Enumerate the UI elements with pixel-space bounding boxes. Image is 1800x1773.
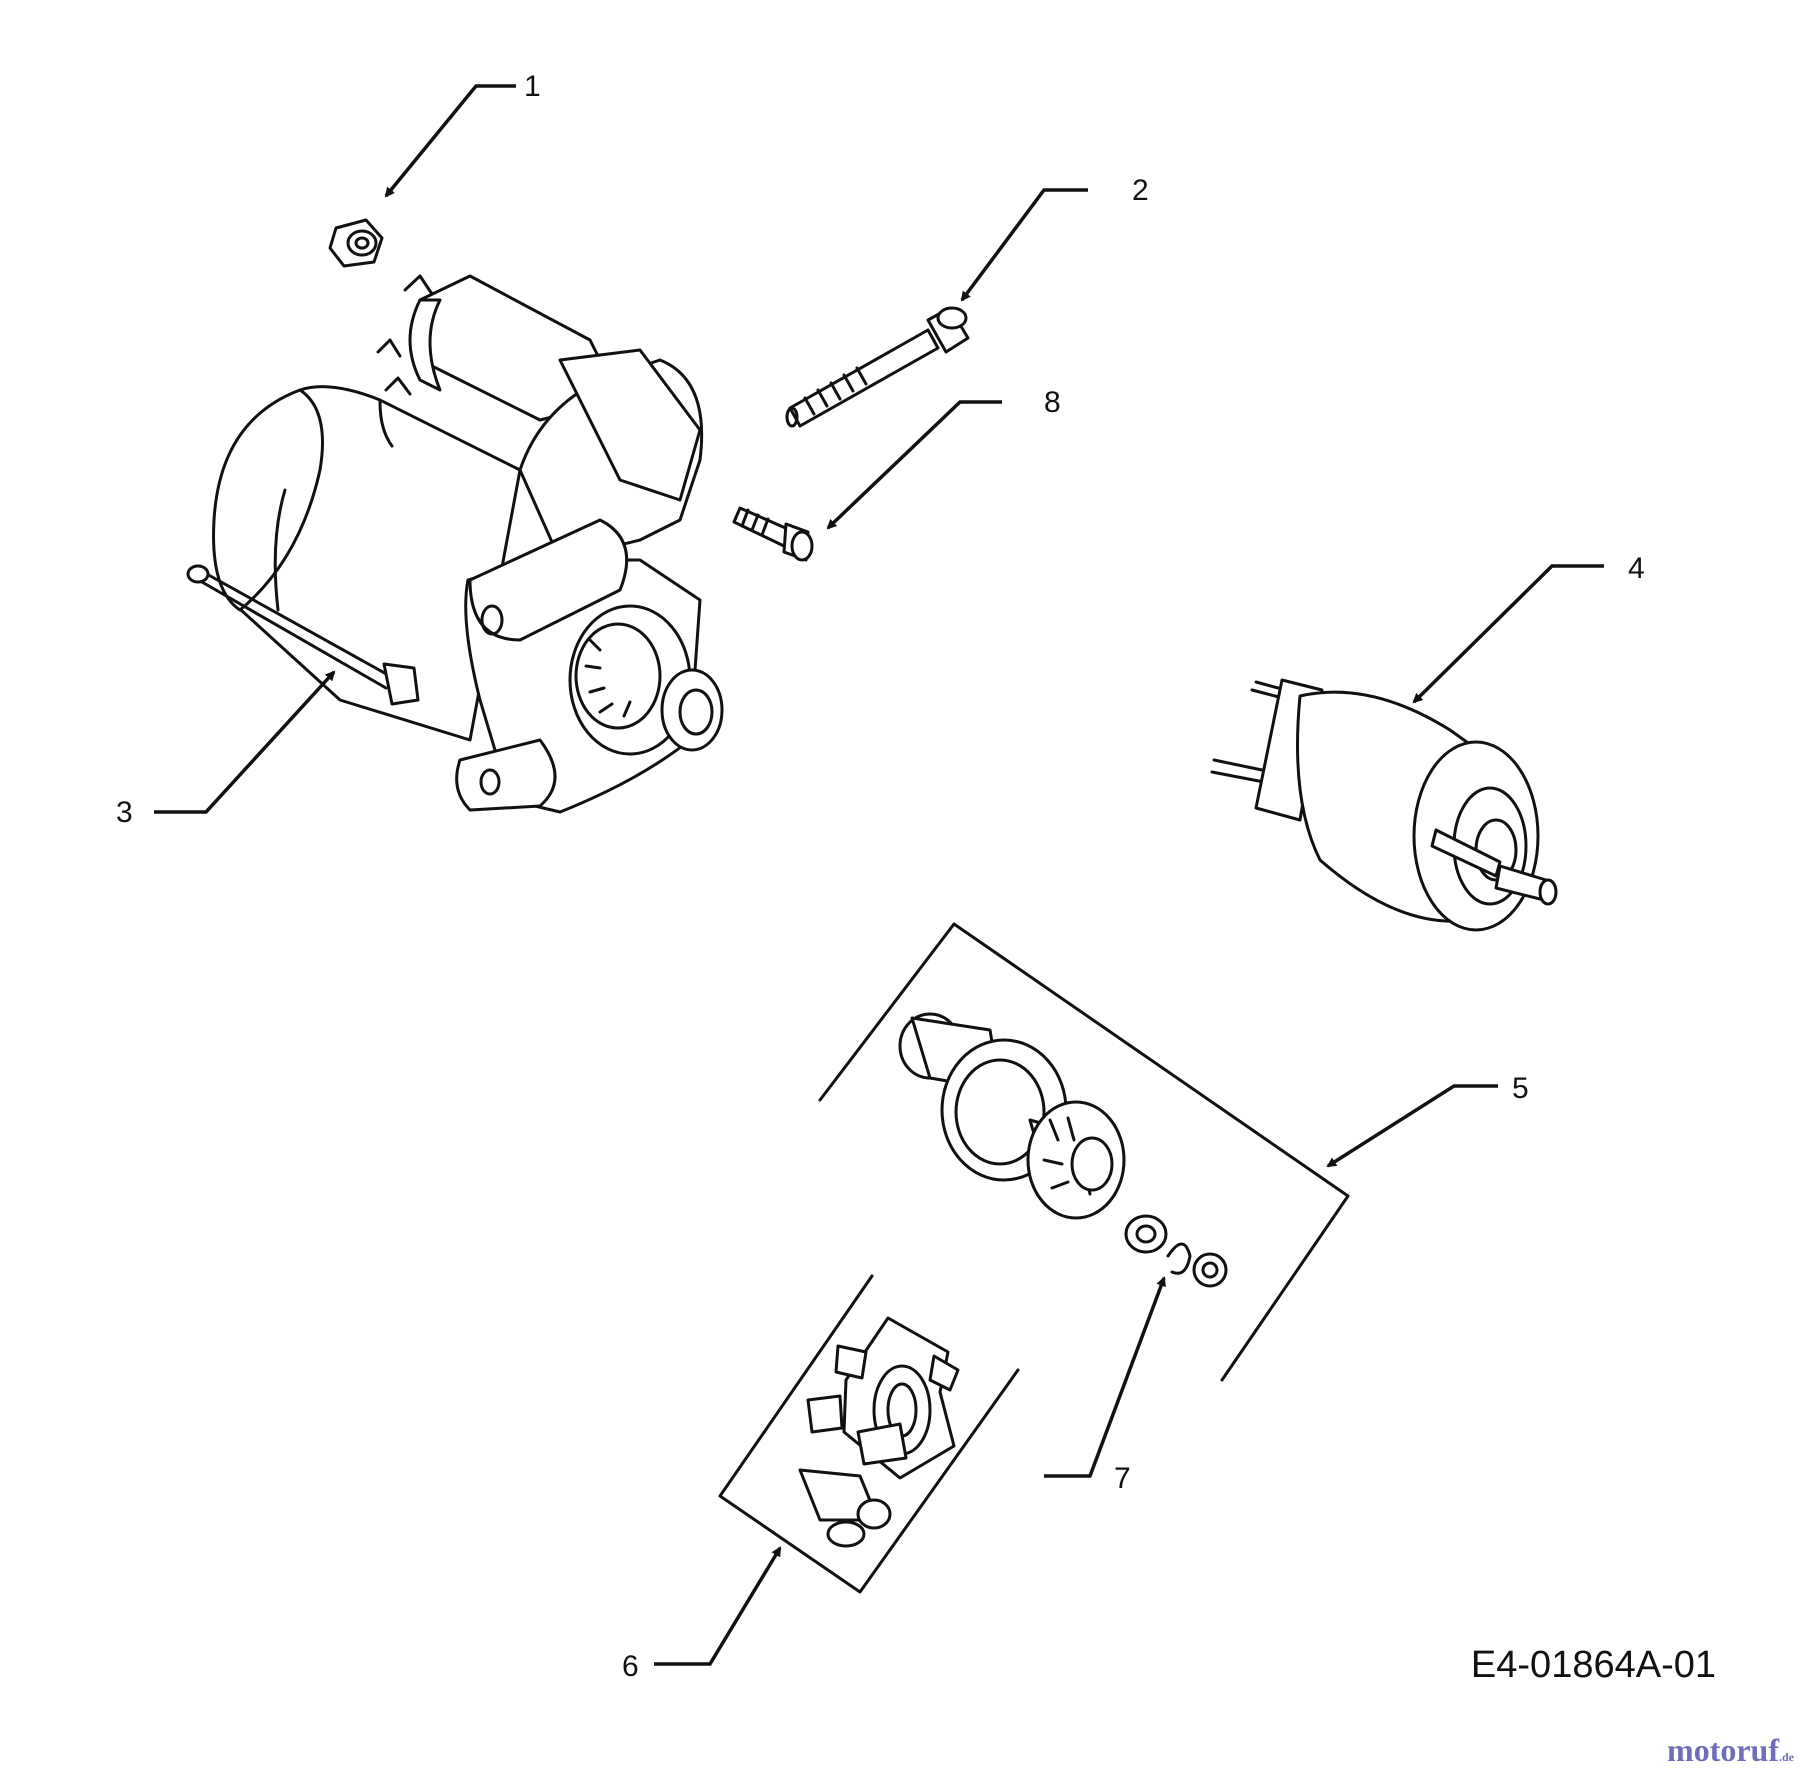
watermark-tld: .de [1779,1750,1794,1764]
brush-holder-kit-icon [718,1274,1020,1594]
drawing-code: E4-01864A-01 [1470,1644,1716,1686]
watermark-name: motoruf [1667,1732,1779,1768]
part-label-6: 6 [622,1650,639,1683]
part-label-5: 5 [1512,1072,1529,1105]
part-label-1: 1 [524,70,541,103]
retaining-ring-icon [1166,1242,1192,1275]
part-label-4: 4 [1628,552,1645,585]
starter-motor-icon [186,274,724,814]
screw-icon [732,506,814,562]
callout-7: 7 [1044,1276,1166,1495]
part-label-3: 3 [116,796,133,829]
part-label-2: 2 [1132,174,1149,207]
callout-1: 1 [384,70,541,198]
callout-3: 3 [116,670,336,829]
watermark-logo: motoruf.de [1667,1732,1794,1769]
drive-pinion-kit-icon [818,922,1350,1382]
solenoid-icon [1210,678,1558,932]
callout-4: 4 [1412,552,1645,704]
part-label-7: 7 [1114,1462,1131,1495]
part-label-8: 8 [1044,386,1061,419]
callout-5: 5 [1326,1072,1529,1168]
bolt-icon [785,306,970,428]
nut-icon [328,218,384,268]
callout-2: 2 [960,174,1149,302]
callout-6: 6 [622,1546,782,1683]
callout-8: 8 [826,386,1061,530]
